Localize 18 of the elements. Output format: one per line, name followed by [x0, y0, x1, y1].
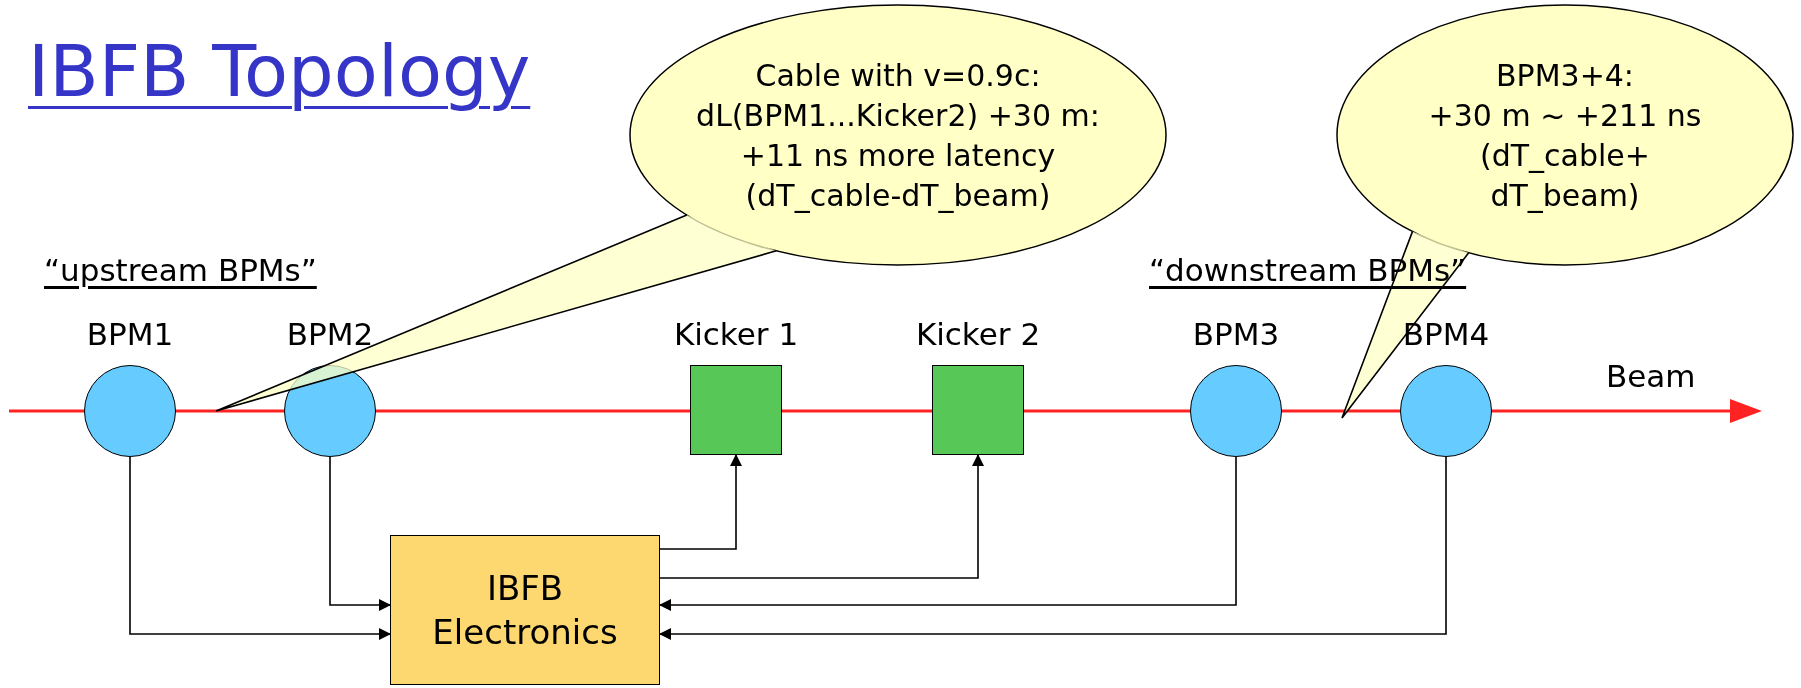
signal-arrow [659, 454, 984, 579]
bpm-label: BPM4 [1402, 315, 1490, 354]
bpm-label: BPM1 [86, 315, 174, 354]
group-label: “upstream BPMs” [44, 251, 317, 290]
signal-arrow [659, 454, 742, 550]
bpm-label: BPM3 [1192, 315, 1280, 354]
bpm-label: BPM2 [286, 315, 374, 354]
signal-arrow [329, 456, 391, 611]
signal-arrow [659, 456, 1237, 611]
electronics-box: IBFB Electronics [390, 535, 660, 685]
signal-arrow [659, 456, 1447, 640]
callout-text: BPM3+4: +30 m ~ +211 ns (dT_cable+ dT_beam) [1428, 57, 1702, 215]
kicker-label: Kicker 1 [673, 315, 799, 354]
diagram-title: IBFB Topology [28, 28, 531, 115]
kicker-label: Kicker 2 [915, 315, 1041, 354]
beam-label: Beam [1606, 357, 1696, 396]
callout-text: Cable with v=0.9c: dL(BPM1...Kicker2) +30 m: +11 ns more latency (dT_cable-dT_beam) [696, 57, 1100, 215]
signal-arrow [129, 456, 391, 640]
